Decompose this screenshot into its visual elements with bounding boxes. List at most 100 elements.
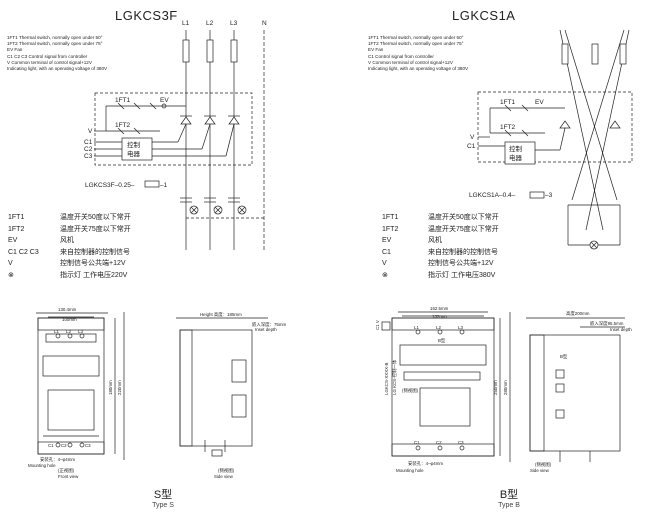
b-side-label: LG KCS-控制一体 bbox=[391, 359, 398, 395]
line-label: N bbox=[262, 20, 267, 27]
caption-type-b: B型 Type B bbox=[484, 486, 534, 509]
b-top-term: L1 bbox=[414, 325, 419, 330]
s-top-term: L2 bbox=[66, 329, 71, 334]
note-line: 1FT1 Thermal switch, normally open under… bbox=[7, 35, 103, 40]
b-height-1: 250mm bbox=[493, 380, 498, 395]
b-side-label: LGKCS-XXXX-B bbox=[384, 362, 389, 395]
s-bot-term: C2 bbox=[61, 443, 67, 448]
legend-value: 温度开关50度以下常开 bbox=[428, 214, 499, 221]
switch-label: 1FT2 bbox=[500, 124, 516, 131]
caption-title: S型 bbox=[153, 489, 173, 501]
s-mount: 安装孔：4–φ4mm bbox=[40, 456, 75, 463]
legend-value: 风机 bbox=[428, 237, 442, 244]
s-front-view-en: Front view bbox=[58, 474, 79, 479]
note-line: EV Fan bbox=[7, 47, 23, 53]
caption-subtitle: Type S bbox=[152, 502, 174, 509]
terminal-label: V bbox=[470, 134, 475, 141]
right-notes: 1FT1 Thermal switch, normally open under… bbox=[368, 35, 468, 72]
terminal-label: C2 bbox=[84, 146, 93, 153]
legend-key: EV bbox=[382, 237, 392, 244]
b-side-depth-en: Inset depth bbox=[610, 327, 632, 332]
b-height-2: 280mm bbox=[503, 380, 508, 395]
legend-key: ⊗ bbox=[8, 271, 14, 279]
b-top-term: L3 bbox=[458, 325, 463, 330]
s-width-outer: 130.4mm bbox=[58, 307, 77, 312]
s-height-1: 180mm bbox=[108, 380, 113, 395]
legend-key: C1 C2 C3 bbox=[8, 248, 39, 256]
caption-type-s: S型 Type S bbox=[138, 486, 188, 509]
line-label: L3 bbox=[230, 20, 238, 27]
legend-key: 1FT1 bbox=[382, 214, 399, 221]
s-top-term: L1 bbox=[54, 329, 59, 334]
switch-label: 1FT2 bbox=[115, 122, 131, 129]
legend-value: 指示灯 工作电压380V bbox=[428, 271, 496, 279]
legend-value: 温度开关50度以下常开 bbox=[60, 214, 131, 221]
b-side-label: B型 bbox=[560, 353, 568, 359]
s-bot-term: C3 bbox=[85, 443, 91, 448]
switch-label: 1FT1 bbox=[500, 99, 516, 106]
left-legend: 1FT1 1FT2 EV C1 C2 C3 V ⊗ 温度开关50度以下常开 温度… bbox=[8, 212, 131, 281]
b-side-depth: 嵌入深度95.5mm bbox=[590, 320, 624, 327]
terminal-label: C1 bbox=[84, 139, 93, 146]
right-legend: 1FT1 1FT2 EV C1 V ⊗ 温度开关50度以下常开 温度开关75度以… bbox=[382, 212, 499, 281]
note-line: Indicating light, with an operating volt… bbox=[7, 66, 108, 72]
legend-value: 来自控制器的控制信号 bbox=[60, 248, 130, 256]
legend-key: C1 bbox=[382, 248, 391, 256]
s-side-depth-en: Inset depth bbox=[255, 327, 277, 332]
b-side-view: (侧视图) bbox=[535, 461, 552, 468]
note-line: V Common terminal of control signal+12V bbox=[7, 59, 92, 65]
controller-label: 电器 bbox=[509, 153, 523, 162]
b-bot-term: C2 bbox=[436, 440, 442, 445]
s-mount-en: Mounting hole bbox=[28, 463, 56, 468]
b-side-label: C1 V bbox=[375, 320, 380, 330]
legend-value: 风机 bbox=[60, 237, 74, 244]
s-side-view: (侧视图) bbox=[218, 467, 235, 474]
line-label: L2 bbox=[206, 20, 214, 27]
note-line: C1 C2 C3 Control signal from controller bbox=[7, 53, 88, 59]
b-bot-term: C3 bbox=[458, 440, 464, 445]
legend-value: 温度开关75度以下常开 bbox=[60, 225, 131, 233]
b-front-view: (侧视图) bbox=[402, 387, 419, 394]
terminal-label: C3 bbox=[84, 153, 93, 160]
legend-key: 1FT2 bbox=[8, 225, 25, 233]
note-line: C1 Control signal from controller bbox=[368, 53, 434, 59]
note-line: 1FT2 Thermal switch, normally open under… bbox=[368, 41, 464, 47]
legend-key: ⊗ bbox=[382, 271, 388, 279]
controller-label: 控制 bbox=[509, 144, 523, 153]
note-line: V Common terminal of control signal+12V bbox=[368, 59, 453, 65]
s-side-view-en: Side view bbox=[214, 474, 234, 479]
legend-key: V bbox=[8, 260, 13, 267]
legend-value: 来自控制器的控制信号 bbox=[428, 248, 498, 256]
note-line: 1FT1 Thermal switch, normally open under… bbox=[368, 35, 464, 40]
controller-label: 控制 bbox=[127, 140, 141, 149]
s-height-2: 220mm bbox=[117, 380, 122, 395]
caption-subtitle: Type B bbox=[498, 502, 520, 509]
line-label: L1 bbox=[182, 20, 190, 27]
model-suffix: –3 bbox=[545, 192, 553, 199]
note-line: EV Fan bbox=[368, 47, 384, 53]
legend-key: V bbox=[382, 260, 387, 267]
switch-label: EV bbox=[160, 97, 169, 104]
legend-key: 1FT1 bbox=[8, 214, 25, 221]
controller-label: 电器 bbox=[127, 149, 141, 158]
legend-key: EV bbox=[8, 237, 18, 244]
legend-value: 控制信号公共端+12V bbox=[60, 260, 126, 267]
legend-value: 指示灯 工作电压220V bbox=[60, 271, 128, 279]
legend-value: 控制信号公共端+12V bbox=[428, 260, 494, 267]
terminal-label: C1 bbox=[467, 143, 476, 150]
b-side-view-en: Side view bbox=[530, 468, 550, 473]
b-width-inner: 132mm bbox=[432, 314, 447, 319]
b-width-outer: 162.5mm bbox=[430, 306, 449, 311]
note-line: 1FT2 Thermal switch, normally open under… bbox=[7, 41, 103, 47]
b-front-label: B型 bbox=[438, 337, 446, 343]
s-bot-term: C1 bbox=[48, 443, 54, 448]
note-line: Indicating light, with an operating volt… bbox=[368, 66, 469, 72]
b-top-term: L2 bbox=[436, 325, 441, 330]
left-title: LGKCS3F bbox=[115, 8, 178, 23]
switch-label: 1FT1 bbox=[115, 97, 131, 104]
legend-value: 温度开关75度以下常开 bbox=[428, 225, 499, 233]
right-title: LGKCS1A bbox=[452, 8, 516, 23]
legend-key: 1FT2 bbox=[382, 225, 399, 233]
model-suffix: –1 bbox=[160, 182, 168, 189]
